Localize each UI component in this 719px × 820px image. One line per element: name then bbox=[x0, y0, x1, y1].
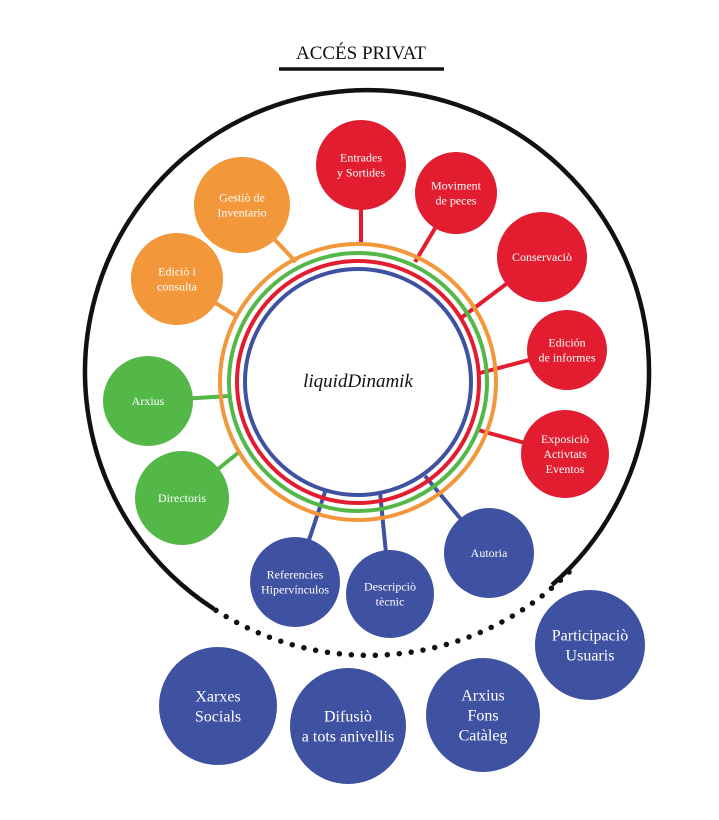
module-label-exposicio-line: Activtats bbox=[543, 447, 587, 461]
module-label-exposicio-line: Exposiciò bbox=[541, 432, 589, 446]
module-label-gestio-inventario-line: Gestiò de bbox=[219, 191, 265, 205]
module-circle-directoris bbox=[135, 451, 229, 545]
module-arxius[interactable]: Arxius bbox=[103, 356, 193, 446]
public-label-participacio-line: Usuaris bbox=[566, 648, 615, 665]
module-label-exposicio-line: Eventos bbox=[546, 462, 585, 476]
module-circle-autoria bbox=[444, 508, 534, 598]
module-label-referencies-line: Referencies bbox=[267, 568, 324, 582]
module-circle-moviment-peces bbox=[415, 152, 497, 234]
module-label-moviment-peces-line: Moviment bbox=[431, 179, 482, 193]
ring-blue bbox=[243, 267, 473, 497]
public-circle-participacio bbox=[535, 590, 645, 700]
module-label-arxius: Arxius bbox=[132, 394, 165, 408]
ring-orange bbox=[218, 242, 498, 522]
public-difusio[interactable]: Difusiò a tots anivellis bbox=[290, 668, 406, 784]
module-label-descripcio-line: Descripciò bbox=[364, 580, 416, 594]
public-label-arxius-fons-line: Arxius bbox=[461, 688, 505, 705]
module-label-entrades-sortides-line: Entrades bbox=[340, 151, 382, 165]
module-circle-edicio-consulta bbox=[131, 233, 223, 325]
module-autoria[interactable]: Autoria bbox=[444, 508, 534, 598]
center-rings bbox=[218, 242, 498, 522]
public-circle-difusio bbox=[290, 668, 406, 784]
module-label-conservacio-line: Conservaciò bbox=[512, 250, 572, 264]
page-title: ACCÉS PRIVAT bbox=[296, 42, 426, 64]
center-label: liquidDinamik bbox=[303, 371, 413, 392]
module-label-edicion-informes-line: de informes bbox=[539, 351, 596, 365]
module-label-directoris: Directoris bbox=[158, 491, 206, 505]
module-circle-referencies bbox=[250, 537, 340, 627]
private-boundary-dotted bbox=[211, 569, 572, 659]
ring-red bbox=[235, 259, 481, 505]
module-directoris[interactable]: Directoris bbox=[135, 451, 229, 545]
module-circle-edicion-informes bbox=[527, 310, 607, 390]
public-label-xarxes-socials-line: Socials bbox=[195, 709, 241, 726]
module-label-autoria-line: Autoria bbox=[471, 546, 508, 560]
module-circle-exposicio bbox=[521, 410, 609, 498]
module-circle-entrades-sortides bbox=[316, 120, 406, 210]
public-label-xarxes-socials-line: Xarxes bbox=[195, 689, 240, 706]
public-label-participacio-line: Participaciò bbox=[552, 628, 628, 645]
module-label-referencies-line: Hipervínculos bbox=[261, 583, 329, 597]
public-label-difusio-line: Difusiò bbox=[324, 709, 372, 726]
public-label-arxius-fons-line: Catàleg bbox=[459, 728, 508, 745]
module-label-moviment-peces-line: de peces bbox=[436, 194, 477, 208]
module-conservacio[interactable]: Conservaciò bbox=[497, 212, 587, 302]
module-label-edicion-informes-line: Edición bbox=[548, 336, 585, 350]
public-label-difusio-line: a tots anivellis bbox=[302, 729, 394, 746]
module-circle-conservacio bbox=[497, 212, 587, 302]
module-label-autoria: Autoria bbox=[471, 546, 508, 560]
public-circle-arxius-fons bbox=[426, 658, 540, 772]
module-label-directoris-line: Directoris bbox=[158, 491, 206, 505]
module-label-conservacio: Conservaciò bbox=[512, 250, 572, 264]
module-circle-descripcio bbox=[346, 550, 434, 638]
module-circle-gestio-inventario bbox=[194, 157, 290, 253]
module-circle-arxius bbox=[103, 356, 193, 446]
public-label-arxius-fons-line: Fons bbox=[467, 708, 498, 725]
public-circle-xarxes-socials bbox=[159, 647, 277, 765]
center-fill bbox=[247, 271, 469, 493]
ring-green bbox=[227, 251, 489, 513]
public-label-difusio: Difusiò a tots anivellis bbox=[302, 709, 394, 746]
module-label-gestio-inventario-line: Inventario bbox=[217, 206, 266, 220]
module-label-edicio-consulta-line: Ediciò i bbox=[158, 265, 196, 279]
module-label-descripcio-line: tècnic bbox=[376, 595, 405, 609]
module-label-edicio-consulta-line: consulta bbox=[157, 280, 198, 294]
module-label-arxius-line: Arxius bbox=[132, 394, 165, 408]
private-boundary-arc bbox=[82, 87, 652, 611]
module-label-entrades-sortides-line: y Sortides bbox=[337, 166, 386, 180]
